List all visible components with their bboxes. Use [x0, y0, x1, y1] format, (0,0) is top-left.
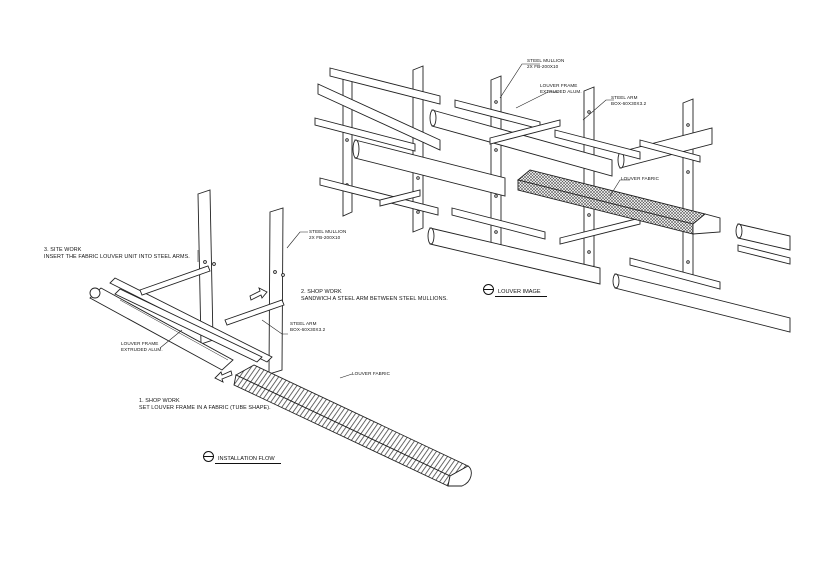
flow-mullion-right	[268, 207, 284, 375]
flow-steel-arm-top	[139, 265, 211, 296]
step-heading: 2. SHOP WORK	[301, 289, 342, 295]
flow-arm-label: STEEL ARM BOX-60x30x3.2	[290, 321, 325, 332]
step-description: SET LOUVER FRAME IN A FABRIC (TUBE SHAPE…	[139, 404, 271, 411]
label-line: BOX-60x30x3.2	[290, 326, 326, 332]
louver-image-fabric-label: LOUVER FABRIC	[621, 176, 659, 182]
label-line: EXTRUDED ALUM.	[540, 88, 582, 94]
flow-steel-arm-side	[224, 299, 285, 326]
label-line: STEEL MULLION	[527, 58, 565, 63]
title-text: LOUVER IMAGE	[495, 289, 547, 297]
label-line: 2x FB-200x10	[527, 63, 559, 69]
louver-image-mullion-label: STEEL MULLION 2x FB-200x10	[527, 58, 564, 69]
flow-mullion-label: STEEL MULLION 2x FB-200x10	[309, 229, 346, 240]
step-description: SANDWICH A STEEL ARM BETWEEN STEEL MULLI…	[301, 295, 448, 302]
louver-image-frame-label: LOUVER FRAME EXTRUDED ALUM.	[540, 83, 582, 94]
label-line: STEEL ARM	[611, 95, 638, 100]
louver-image-fabric	[517, 169, 721, 235]
step-description: INSERT THE FABRIC LOUVER UNIT INTO STEEL…	[44, 253, 190, 260]
label-line: STEEL ARM	[290, 321, 317, 326]
louver-image-arms	[314, 67, 791, 290]
label-line: BOX-60x30x3.2	[611, 100, 647, 106]
flow-arrow-upper	[249, 287, 268, 301]
step-heading: 1. SHOP WORK	[139, 398, 180, 404]
flow-arrow-lower	[214, 370, 233, 383]
installation-flow-title: INSTALLATION FLOW	[203, 451, 281, 464]
section-marker-icon	[483, 284, 494, 295]
label-line: EXTRUDED ALUM.	[121, 346, 163, 352]
step-heading: 3. SITE WORK	[44, 247, 82, 253]
label-line: 2x FB-200x10	[309, 234, 341, 240]
louver-image-leaders	[499, 63, 630, 197]
label-line: STEEL MULLION	[309, 229, 347, 234]
flow-frame-label: LOUVER FRAME EXTRUDED ALUM.	[121, 341, 163, 352]
flow-fabric-label: LOUVER FABRIC	[352, 371, 390, 377]
louver-image-arm-label: STEEL ARM BOX-60x30x3.2	[611, 95, 646, 106]
label-line: LOUVER FABRIC	[621, 176, 660, 181]
section-marker-icon	[203, 451, 214, 462]
label-line: LOUVER FRAME	[121, 341, 159, 346]
louver-image-title: LOUVER IMAGE	[483, 284, 547, 297]
label-line: LOUVER FRAME	[540, 83, 578, 88]
flow-steel-arm-lower	[114, 288, 263, 363]
louver-image-drawing	[314, 63, 791, 333]
step1-note: 1. SHOP WORK SET LOUVER FRAME IN A FABRI…	[139, 398, 271, 411]
title-text: INSTALLATION FLOW	[215, 456, 281, 464]
label-line: LOUVER FABRIC	[352, 371, 391, 376]
step2-note: 2. SHOP WORK SANDWICH A STEEL ARM BETWEE…	[301, 289, 448, 302]
louver-image-tubes	[317, 83, 791, 333]
step3-note: 3. SITE WORK INSERT THE FABRIC LOUVER UN…	[44, 247, 190, 260]
installation-flow-drawing	[89, 189, 472, 487]
